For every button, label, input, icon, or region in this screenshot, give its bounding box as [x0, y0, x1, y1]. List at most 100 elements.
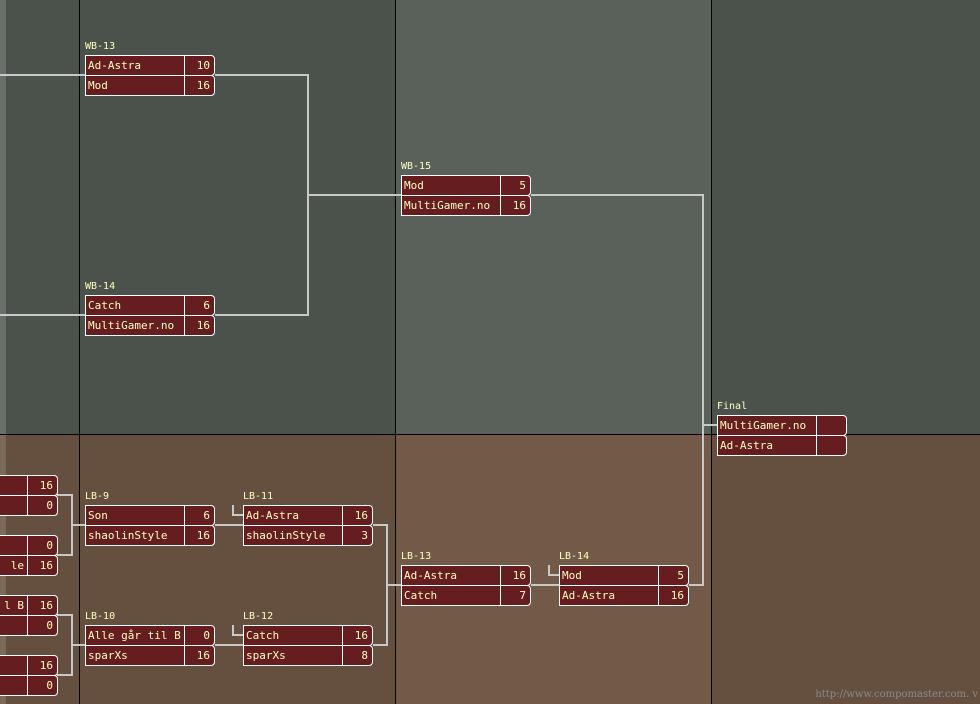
match-box-partial[interactable]: l B 16 0	[0, 595, 58, 636]
team-name: MultiGamer.no	[402, 196, 501, 215]
team-name: Catch	[402, 586, 501, 605]
team-row[interactable]: Mod 5	[559, 565, 689, 586]
team-score: 3	[361, 529, 368, 542]
team-row[interactable]: 16	[0, 475, 58, 496]
match-box[interactable]: Ad-Astra 16 shaolinStyle 3	[243, 505, 373, 546]
match-label: WB-14	[85, 281, 116, 292]
team-row[interactable]: Catch 7	[401, 585, 531, 606]
match-label: WB-13	[85, 41, 116, 52]
team-row[interactable]: Alle går til B 0	[85, 625, 215, 646]
team-row[interactable]: 16	[0, 655, 58, 676]
winner-bracket-column-bg	[396, 0, 711, 434]
team-score: 5	[677, 569, 684, 582]
team-score: 16	[39, 599, 53, 612]
team-name: shaolinStyle	[244, 526, 343, 545]
team-name	[0, 476, 28, 495]
team-score: 16	[670, 589, 684, 602]
match-label: LB-10	[85, 611, 116, 622]
bracket-divider	[0, 434, 980, 435]
team-name: Alle går til B	[86, 626, 185, 645]
column-divider	[395, 0, 396, 704]
team-score: 0	[46, 679, 53, 692]
team-row[interactable]: shaolinStyle 3	[243, 525, 373, 546]
team-score: 16	[512, 569, 526, 582]
match-label: LB-14	[559, 551, 590, 562]
column-divider	[711, 0, 712, 704]
team-row[interactable]: le 16	[0, 555, 58, 576]
team-row[interactable]: Ad-Astra	[717, 435, 847, 456]
team-row[interactable]: l B 16	[0, 595, 58, 616]
watermark: http://www.compomaster.com. v	[815, 689, 978, 700]
team-score: 0	[203, 629, 210, 642]
team-row[interactable]: Catch 6	[85, 295, 215, 316]
team-name: Son	[86, 506, 185, 525]
team-name: l B	[0, 596, 28, 615]
team-row[interactable]: Ad-Astra 16	[559, 585, 689, 606]
team-name: shaolinStyle	[86, 526, 185, 545]
team-name: Mod	[86, 76, 185, 95]
team-score	[817, 436, 846, 455]
team-row[interactable]: shaolinStyle 16	[85, 525, 215, 546]
team-name	[0, 676, 28, 695]
left-strip	[0, 0, 6, 434]
team-name	[0, 536, 28, 555]
match-label: LB-11	[243, 491, 274, 502]
team-row[interactable]: 0	[0, 615, 58, 636]
team-score: 10	[196, 59, 210, 72]
team-row[interactable]: Mod 16	[85, 75, 215, 96]
match-box-partial[interactable]: 0 le 16	[0, 535, 58, 576]
column-divider	[79, 0, 80, 704]
team-score: 6	[203, 299, 210, 312]
team-score: 16	[196, 319, 210, 332]
team-name	[0, 656, 28, 675]
team-score: 0	[46, 539, 53, 552]
team-name	[0, 496, 28, 515]
team-name: Ad-Astra	[560, 586, 659, 605]
team-row[interactable]: Ad-Astra 10	[85, 55, 215, 76]
team-score	[817, 416, 846, 435]
team-score: 7	[519, 589, 526, 602]
team-row[interactable]: Mod 5	[401, 175, 531, 196]
team-score: 16	[196, 649, 210, 662]
team-name: le	[0, 556, 28, 575]
team-name: Mod	[560, 566, 659, 585]
team-score: 16	[196, 529, 210, 542]
team-row[interactable]: 0	[0, 495, 58, 516]
match-label: WB-15	[401, 161, 432, 172]
team-name: Ad-Astra	[718, 436, 817, 455]
team-name: Ad-Astra	[402, 566, 501, 585]
team-score: 16	[39, 559, 53, 572]
team-name: MultiGamer.no	[86, 316, 185, 335]
team-score: 16	[196, 79, 210, 92]
team-score: 16	[354, 509, 368, 522]
team-name: Ad-Astra	[244, 506, 343, 525]
team-row[interactable]: MultiGamer.no 16	[85, 315, 215, 336]
team-name: Ad-Astra	[86, 56, 185, 75]
team-row[interactable]: Ad-Astra 16	[401, 565, 531, 586]
team-score: 5	[519, 179, 526, 192]
team-name: Mod	[402, 176, 501, 195]
team-name: Catch	[86, 296, 185, 315]
team-row[interactable]: MultiGamer.no	[717, 415, 847, 436]
team-row[interactable]: 0	[0, 535, 58, 556]
team-row[interactable]: Ad-Astra 16	[243, 505, 373, 526]
team-row[interactable]: 0	[0, 675, 58, 696]
team-name: Catch	[244, 626, 343, 645]
